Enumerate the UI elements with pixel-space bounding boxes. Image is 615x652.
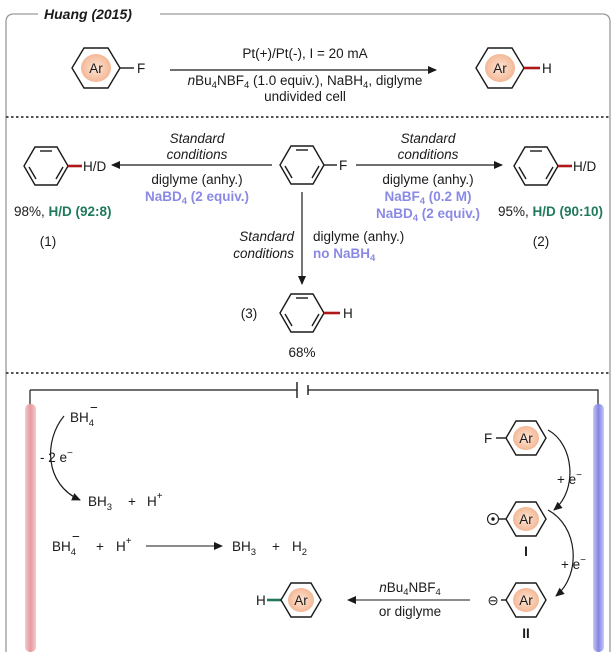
- left-reagent: NaBD4 (2 equiv.): [145, 189, 249, 207]
- circuit-wire: [29, 389, 599, 405]
- borohydride: BH4: [70, 410, 94, 429]
- hydrogen-atom: H: [256, 593, 266, 608]
- left-cond-1: Standard: [170, 131, 225, 146]
- borane-product: BH3: [88, 494, 112, 513]
- anode-electrode: [25, 404, 36, 652]
- down-reagent: no NaBH4: [313, 246, 376, 264]
- down-yield: 68%: [288, 345, 315, 360]
- down-product-benzene: H: [279, 293, 353, 333]
- fluorobenzene-center: F: [279, 145, 347, 185]
- top-condition-3: undivided cell: [264, 89, 346, 104]
- left-cond-2: conditions: [167, 147, 228, 162]
- right-product-benzene-hd: H/D: [513, 146, 597, 186]
- left-yield: 98%, H/D (92:8): [14, 204, 112, 219]
- outer-frame: [5, 13, 611, 652]
- left-solvent: diglyme (anhy.): [151, 172, 242, 187]
- final-product-ar-h: H Ar: [256, 582, 322, 618]
- right-cond-1: Standard: [401, 131, 456, 146]
- fluoro-atom: F: [137, 61, 145, 76]
- right-reagent-2: NaBD4 (2 equiv.): [376, 206, 480, 224]
- header-title: Huang (2015): [44, 6, 132, 22]
- proton-2: H+: [116, 536, 132, 554]
- down-solvent: diglyme (anhy.): [313, 229, 404, 244]
- top-condition-2: nBu4NBF4 (1.0 equiv.), NaBH4, diglyme: [188, 73, 423, 91]
- plus-sign: +: [272, 539, 280, 554]
- hd-label: H/D: [83, 159, 107, 174]
- ar-circle: [81, 54, 111, 82]
- anion-charge: ⊖: [487, 593, 498, 608]
- protonation-cond-1: nBu4NBF4: [379, 580, 441, 598]
- fluoro-atom: F: [484, 431, 492, 446]
- hydrogen-atom: H: [343, 306, 353, 321]
- ar-label: Ar: [493, 61, 507, 76]
- plus-sign: +: [96, 539, 104, 554]
- down-cond-2: conditions: [233, 246, 294, 261]
- aryl-anion-II: ⊖ Ar: [487, 582, 547, 618]
- ar-circle: [485, 54, 515, 82]
- proton: H+: [147, 491, 163, 509]
- hd-label: H/D: [573, 159, 597, 174]
- intermediate-I-label: I: [524, 544, 528, 559]
- cathode-aryl-fluoride: F Ar: [484, 420, 547, 456]
- aryl-radical-I: Ar: [486, 501, 547, 537]
- top-condition-1: Pt(+)/Pt(-), I = 20 mA: [242, 46, 367, 61]
- ar-label: Ar: [89, 61, 103, 76]
- down-cond-1: Standard: [239, 229, 294, 244]
- reduction-label-2: + e−: [561, 555, 586, 572]
- oxidation-arrow: [50, 415, 81, 501]
- right-reagent-1: NaBF4 (0.2 M): [384, 189, 471, 207]
- protonation-cond-2: or diglyme: [379, 604, 441, 619]
- ar-label: Ar: [519, 593, 533, 608]
- intermediate-II-label: II: [522, 626, 530, 641]
- radical-orbital: [486, 512, 500, 526]
- ar-circle: [513, 507, 539, 531]
- ar-circle: [513, 588, 539, 612]
- cathode-electrode: [593, 404, 604, 652]
- right-cond-2: conditions: [398, 147, 459, 162]
- borohydride-2-charge: −: [72, 529, 80, 544]
- borane-2: BH3: [232, 539, 256, 558]
- reduction-arrow-1: [547, 429, 571, 511]
- oxidation-label: - 2 e−: [40, 448, 73, 465]
- hydrogen-gas: H2: [292, 539, 307, 558]
- borohydride-charge: −: [90, 400, 98, 415]
- reduction-arrow-2: [547, 509, 574, 597]
- radical-electron: [491, 517, 495, 521]
- ar-label: Ar: [294, 593, 308, 608]
- fluoro-atom: F: [339, 158, 347, 173]
- left-label: (1): [40, 234, 57, 249]
- hydrogen-atom: H: [542, 61, 552, 76]
- ar-label: Ar: [519, 431, 533, 446]
- right-yield: 95%, H/D (90:10): [498, 204, 603, 219]
- top-product-ar-h: Ar H: [475, 47, 552, 89]
- ar-circle: [288, 588, 314, 612]
- ar-circle: [513, 426, 539, 450]
- top-reactant-ar-fluoride: Ar F: [71, 47, 145, 89]
- plus-sign: +: [128, 494, 136, 509]
- left-product-benzene-hd: H/D: [23, 146, 107, 186]
- reduction-label-1: + e−: [557, 470, 582, 487]
- ar-label: Ar: [519, 512, 533, 527]
- right-label: (2): [533, 234, 550, 249]
- down-label: (3): [241, 306, 258, 321]
- borohydride-2: BH4: [52, 539, 76, 558]
- right-solvent: diglyme (anhy.): [382, 172, 473, 187]
